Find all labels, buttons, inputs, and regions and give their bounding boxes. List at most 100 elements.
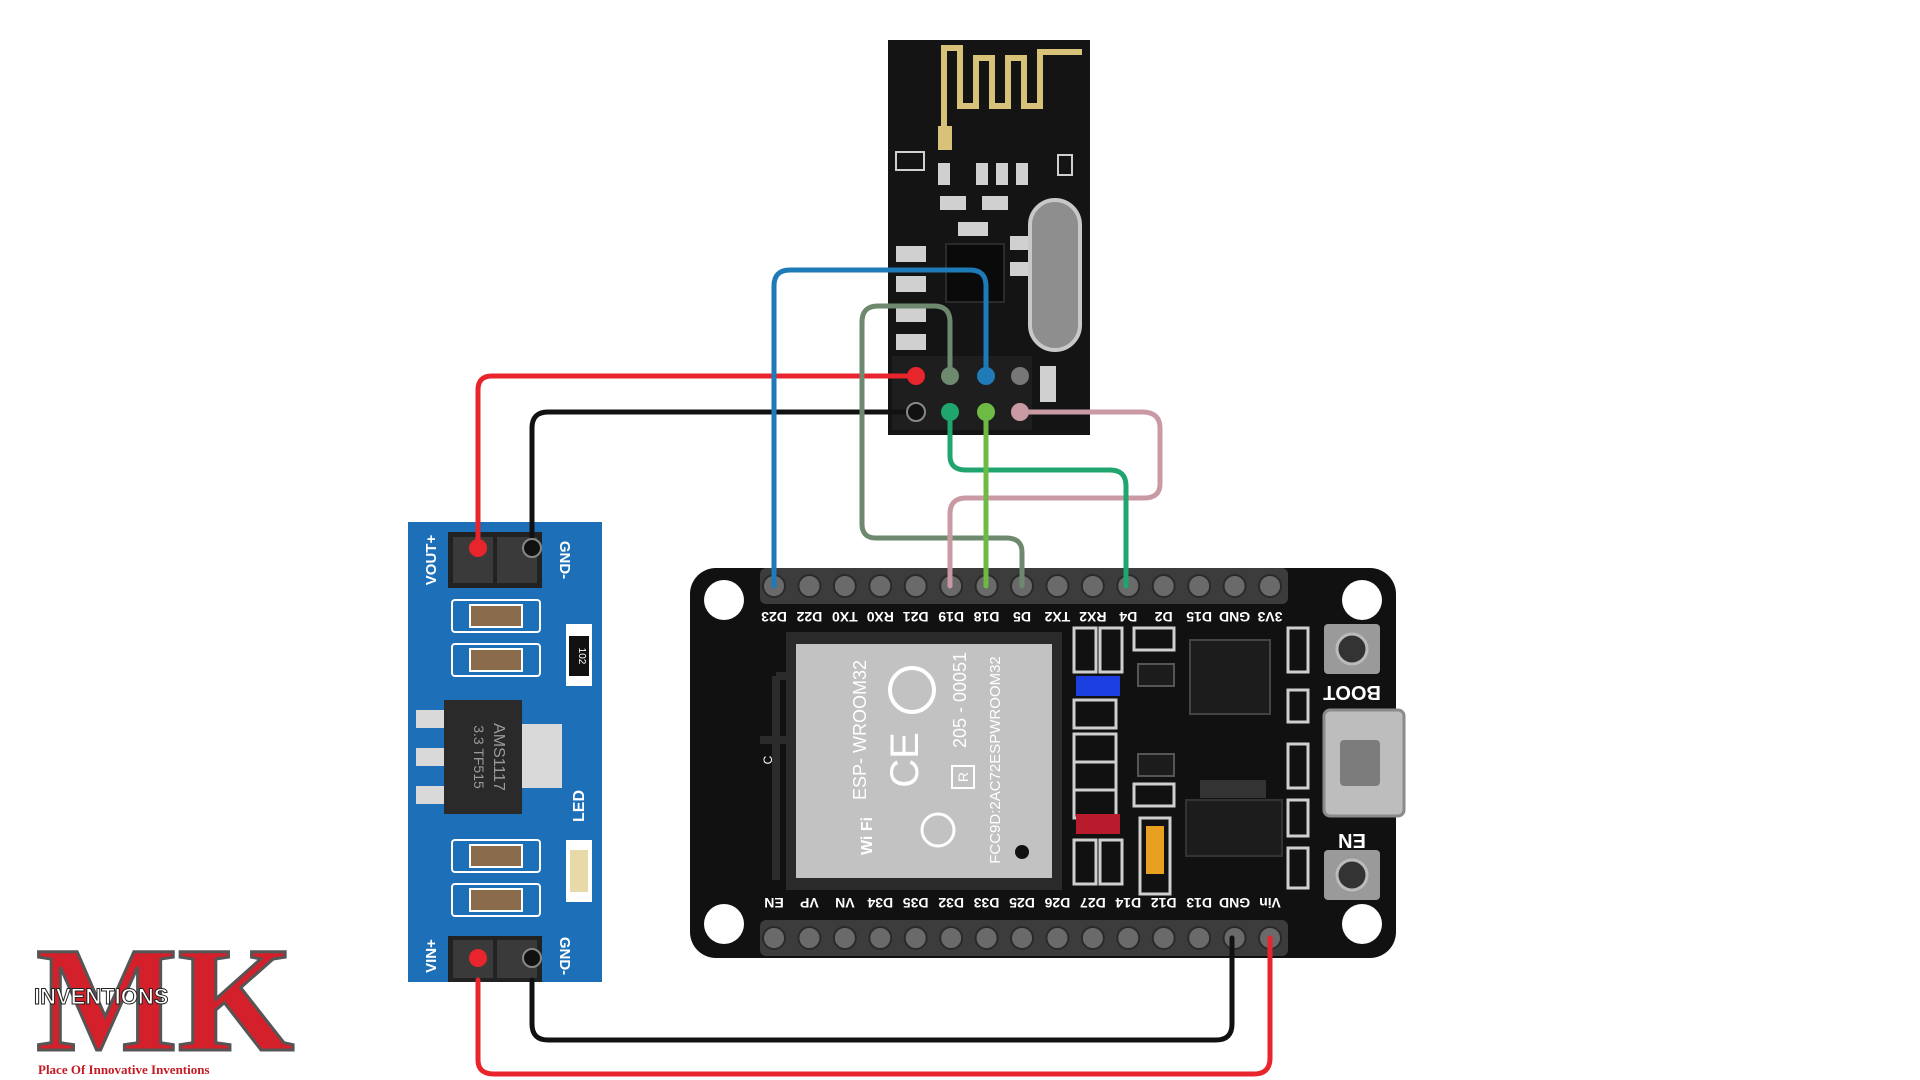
regulator-tab (1200, 780, 1266, 798)
pin-label-d13: D13 (1186, 895, 1212, 911)
en-button[interactable] (1324, 850, 1380, 900)
nrf-pin-miso (1011, 403, 1029, 421)
led-body (570, 850, 588, 892)
ce-mark: CE (883, 732, 927, 788)
nrf-pin-vcc (907, 367, 925, 385)
pin-d22 (797, 574, 822, 598)
pin-label-tx2: TX2 (1044, 609, 1070, 625)
nrf-pin-gnd (906, 402, 926, 422)
wire-teal-nrf-to-d4 (947, 409, 1129, 589)
smd-resistor (1010, 236, 1028, 250)
pin-rx0 (868, 574, 893, 598)
mk-inventions-logo: MK INVENTIONS Place Of Innovative Invent… (34, 916, 296, 1080)
smd-pad (895, 151, 925, 171)
pin-label-rx2: RX2 (1079, 609, 1106, 625)
wire-black-gnd-to-nrf-gnd (529, 409, 919, 551)
pin-en (762, 926, 786, 950)
pin-label-d4: D4 (1119, 609, 1137, 625)
nrf-pin-ce (941, 367, 959, 385)
smd-capacitor (896, 276, 926, 292)
wire-black-gnd-to-esp-gnd (529, 935, 1235, 1043)
pin-d25 (1010, 926, 1034, 950)
pin-3v3 (1258, 574, 1282, 598)
nrf-pin-csn (941, 403, 959, 421)
pin-gnd (1222, 574, 1247, 598)
pin-d34 (868, 926, 893, 950)
pin-d32 (939, 926, 964, 950)
en-button-label: EN (1338, 829, 1366, 851)
pin-tx0 (832, 574, 857, 598)
pin-label-d25: D25 (1009, 895, 1035, 911)
label-gnd-top: GND- (556, 541, 573, 579)
logo-name: INVENTIONS (34, 984, 168, 1009)
smd-resistor (996, 163, 1008, 185)
mounting-hole (704, 904, 744, 944)
certification-mark (920, 812, 956, 848)
pin-label-d22: D22 (796, 609, 822, 625)
pin-d14 (1116, 926, 1141, 950)
logo-letters: MK (36, 917, 294, 1080)
pin-label-d14: D14 (1115, 895, 1141, 911)
wires (475, 267, 1273, 1077)
pin-label-d21: D21 (903, 609, 929, 625)
pin-label-vin: Vin (1259, 895, 1281, 911)
pin-label-3v3: 3V3 (1257, 609, 1282, 625)
r-mark: R (955, 772, 971, 782)
power-led (1146, 826, 1164, 874)
pin-label-d26: D26 (1044, 895, 1070, 911)
resistor-body (569, 636, 589, 676)
smd-resistor (1040, 366, 1056, 402)
pin-label-d18: D18 (974, 609, 1000, 625)
smd-resistor (1016, 163, 1028, 185)
pin-d15 (1187, 574, 1212, 598)
wroom-code: 205 - 00051 (950, 652, 970, 748)
pin1-dot (1015, 845, 1029, 859)
pin-d35 (903, 926, 928, 950)
boot-label: BOOT (1323, 681, 1381, 703)
nrf-pin-irq (1011, 367, 1029, 385)
pin-label-gnd: GND (1219, 895, 1250, 911)
smd-resistor (938, 163, 950, 185)
smd-capacitor (958, 222, 988, 236)
pin-tx2 (1045, 574, 1070, 598)
regulator-leg (416, 786, 446, 804)
usb-uart-chip (1189, 639, 1271, 715)
pin-label-d33: D33 (974, 895, 1000, 911)
crystal-oscillator (1028, 198, 1082, 352)
pin-label-d19: D19 (938, 609, 964, 625)
pin-vn (832, 926, 857, 950)
esp32-smd-components (1072, 626, 1310, 896)
boot-button[interactable] (1324, 624, 1380, 674)
regulator-leg (416, 748, 446, 766)
wroom-name: ESP- WROOM32 (850, 660, 870, 800)
regulator-leg (416, 710, 446, 728)
nrf-pin-sck (977, 403, 995, 421)
label-vout: VOUT+ (423, 535, 440, 586)
mounting-hole (704, 580, 744, 620)
pin-d2 (1151, 574, 1176, 598)
wire-red-vout-to-nrf-vcc (475, 373, 919, 551)
wroom-fcc: FCC9D:2AC72ESPWROOM32 (987, 656, 1004, 864)
pin-label-d32: D32 (938, 895, 964, 911)
blue-led (1076, 676, 1120, 696)
mounting-hole (1342, 904, 1382, 944)
ams1117-regulator: 102 AMS1117 3.3 TF515 LED VOUT+ GND- VIN… (408, 522, 602, 982)
smd-capacitor (940, 196, 966, 210)
reg-pin-vout (469, 539, 487, 557)
voltage-regulator (1185, 799, 1283, 857)
esp32-bottom-pins (762, 926, 1282, 950)
r-mark-box (951, 765, 975, 789)
red-led (1076, 814, 1120, 834)
pin-label-rx0: RX0 (866, 609, 893, 625)
pin-label-vp: VP (800, 895, 819, 911)
pin-d12 (1151, 926, 1176, 950)
pin-label-d34: D34 (867, 895, 893, 911)
ams1117-chip (444, 700, 522, 814)
reg-pin-gnd-top (522, 538, 542, 558)
pin-label-d27: D27 (1080, 895, 1106, 911)
pin-label-d35: D35 (903, 895, 929, 911)
pin-d27 (1080, 926, 1105, 950)
pin-d21 (903, 574, 928, 598)
